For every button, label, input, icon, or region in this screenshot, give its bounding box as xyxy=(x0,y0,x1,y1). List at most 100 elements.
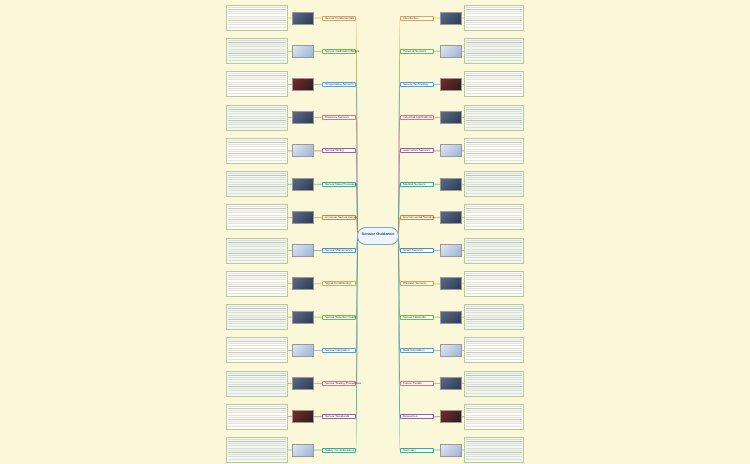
illustration-image xyxy=(440,11,462,25)
branch-connector xyxy=(397,235,401,451)
illustration-image xyxy=(292,44,314,58)
detail-text-lines xyxy=(228,239,286,262)
illustration-image xyxy=(440,277,462,291)
detail-text-lines xyxy=(228,106,286,129)
branch-node[interactable]: Sensor Technology xyxy=(400,81,434,87)
detail-text-card xyxy=(226,437,288,463)
detail-text-card xyxy=(226,204,288,231)
detail-text-card xyxy=(226,237,288,264)
central-topic-title: Sensor Guidance xyxy=(361,231,395,236)
detail-text-card xyxy=(464,304,524,331)
illustration-image xyxy=(440,210,462,224)
branch-node[interactable]: Smart Sensors xyxy=(400,248,434,254)
detail-text-lines xyxy=(228,372,286,395)
detail-text-card xyxy=(464,403,524,430)
detail-text-lines xyxy=(466,239,522,262)
detail-text-lines xyxy=(466,405,522,428)
branch-node[interactable]: Medical Sensors xyxy=(400,181,434,187)
detail-text-card xyxy=(464,437,524,463)
illustration-image xyxy=(440,410,462,424)
detail-text-card xyxy=(226,370,288,397)
branch-node[interactable]: Environmental Sensing xyxy=(400,214,434,220)
branch-node[interactable]: Signal Conditioning xyxy=(322,281,356,287)
illustration-image xyxy=(292,377,314,391)
illustration-image xyxy=(292,244,314,258)
illustration-image xyxy=(440,377,462,391)
detail-text-card xyxy=(226,137,288,164)
detail-text-lines xyxy=(228,439,286,461)
branch-node[interactable]: Sensor Maintenance xyxy=(322,248,356,254)
detail-text-lines xyxy=(466,106,522,129)
branch-node[interactable]: Resources xyxy=(400,414,434,420)
branch-node[interactable]: Sensor Calibration Basics xyxy=(322,48,359,54)
detail-text-lines xyxy=(228,405,286,428)
branch-node[interactable]: Sensor Fundamentals xyxy=(322,15,356,21)
branch-node[interactable]: Summary xyxy=(400,447,434,453)
detail-text-card xyxy=(226,5,288,31)
detail-text-card xyxy=(464,137,524,164)
branch-node[interactable]: Sensor Wiring xyxy=(322,148,356,154)
branch-node[interactable]: Automotive Sensors xyxy=(400,148,434,154)
detail-text-card xyxy=(464,104,524,131)
detail-text-card xyxy=(226,171,288,198)
illustration-image xyxy=(440,310,462,324)
detail-text-card xyxy=(226,403,288,430)
branch-node[interactable]: Temperature Sensors xyxy=(322,81,356,87)
branch-node[interactable]: Introduction xyxy=(400,15,434,21)
detail-text-lines xyxy=(228,73,286,96)
detail-text-lines xyxy=(228,7,286,29)
illustration-image xyxy=(292,111,314,125)
detail-text-lines xyxy=(466,372,522,395)
detail-text-lines xyxy=(228,206,286,229)
detail-text-card xyxy=(464,370,524,397)
detail-text-card xyxy=(464,237,524,264)
detail-text-lines xyxy=(228,339,286,362)
detail-text-card xyxy=(464,270,524,297)
branch-node[interactable]: Types of Sensors xyxy=(400,48,434,54)
branch-node[interactable]: Sensor Standards xyxy=(322,414,356,420)
illustration-image xyxy=(292,177,314,191)
branch-node[interactable]: Sensor Networks xyxy=(400,314,434,320)
branch-node[interactable]: Wireless Sensors xyxy=(400,281,434,287)
branch-node[interactable]: Sensor Data Processing xyxy=(322,181,357,187)
detail-text-card xyxy=(226,38,288,65)
central-topic[interactable]: Sensor Guidance xyxy=(357,227,399,245)
illustration-image xyxy=(292,443,314,457)
detail-text-lines xyxy=(228,306,286,329)
detail-text-lines xyxy=(228,139,286,162)
illustration-image xyxy=(292,277,314,291)
branch-node[interactable]: Common Sensor Issues xyxy=(322,214,357,220)
detail-text-card xyxy=(226,104,288,131)
detail-text-lines xyxy=(228,272,286,295)
illustration-image xyxy=(292,410,314,424)
detail-text-lines xyxy=(466,272,522,295)
illustration-image xyxy=(440,144,462,158)
detail-text-lines xyxy=(466,139,522,162)
branch-node[interactable]: Sensor Integration xyxy=(322,347,356,353)
illustration-image xyxy=(440,443,462,457)
illustration-image xyxy=(292,310,314,324)
branch-node[interactable]: Future Trends xyxy=(400,381,434,387)
detail-text-card xyxy=(226,71,288,98)
detail-text-lines xyxy=(466,306,522,329)
detail-text-lines xyxy=(466,40,522,63)
detail-text-card xyxy=(464,71,524,98)
detail-text-card xyxy=(464,337,524,364)
illustration-image xyxy=(440,177,462,191)
illustration-image xyxy=(440,111,462,125)
illustration-image xyxy=(292,77,314,91)
illustration-image xyxy=(440,44,462,58)
branch-node[interactable]: Data Acquisition xyxy=(400,347,434,353)
detail-text-lines xyxy=(466,73,522,96)
detail-text-lines xyxy=(228,40,286,63)
detail-text-card xyxy=(226,337,288,364)
branch-node[interactable]: Industrial Applications xyxy=(400,115,434,121)
detail-text-card xyxy=(464,5,524,31)
branch-node[interactable]: Sensor Selection Guide xyxy=(322,314,357,320)
branch-node[interactable]: Sensor Testing Procedures xyxy=(322,381,361,387)
branch-node[interactable]: Pressure Sensors xyxy=(322,115,356,121)
illustration-image xyxy=(440,244,462,258)
detail-text-card xyxy=(464,171,524,198)
branch-node[interactable]: Safety Considerations xyxy=(322,447,356,453)
